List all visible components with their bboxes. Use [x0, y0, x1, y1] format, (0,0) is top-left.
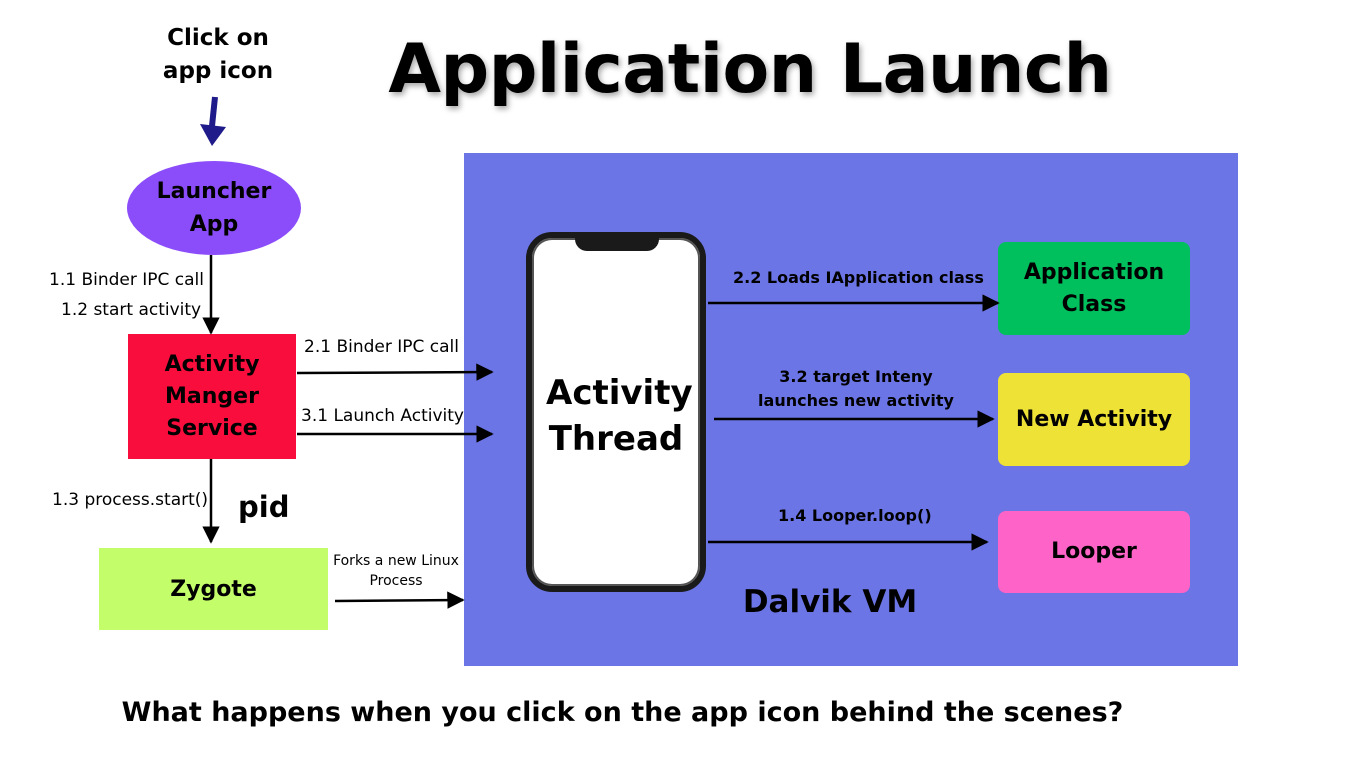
new-activity-label: New Activity	[1015, 406, 1173, 432]
zygote-label: Zygote	[170, 576, 257, 602]
pid-label: pid	[238, 490, 290, 524]
edge-label-loads-app-class: 2.2 Loads IApplication class	[733, 268, 984, 287]
diagram-subtitle: What happens when you click on the app i…	[121, 697, 1124, 728]
edge-label-looper-loop: 1.4 Looper.loop()	[778, 506, 932, 525]
edge-label-start-activity: 1.2 start activity	[61, 300, 202, 320]
activity-manager-service-label: Activity Manger Service	[164, 351, 260, 441]
launcher-app-label: Launcher App	[156, 179, 272, 237]
application-class-label: Application Class	[1023, 259, 1165, 317]
arrow-zygote-to-vm	[334, 591, 465, 609]
activity-thread-node: Activity Thread	[526, 370, 706, 462]
activity-manager-service-node: Activity Manger Service	[128, 334, 296, 459]
diagram-title: Application Launch	[388, 30, 1112, 109]
edge-label-binder-call-2: 2.1 Binder IPC call	[304, 337, 459, 357]
edge-label-forks-process: Forks a new Linux Process	[333, 553, 459, 589]
phone-notch	[575, 234, 659, 251]
edge-label-binder-call-1: 1.1 Binder IPC call	[49, 270, 204, 290]
start-arrow	[200, 96, 226, 146]
application-class-node: Application Class	[998, 242, 1190, 335]
edge-label-launch-activity: 3.1 Launch Activity	[301, 406, 464, 426]
start-label: Click on app icon	[162, 25, 274, 84]
new-activity-node: New Activity	[998, 373, 1190, 466]
edge-label-process-start: 1.3 process.start()	[52, 490, 209, 510]
dalvik-vm-label: Dalvik VM	[742, 584, 918, 620]
zygote-node: Zygote	[99, 548, 328, 630]
looper-label: Looper	[1051, 539, 1137, 564]
phone-frame	[526, 232, 706, 592]
looper-node: Looper	[998, 511, 1190, 593]
launcher-app-node: Launcher App	[127, 161, 301, 255]
arrow-binder-call-to-thread	[296, 363, 494, 381]
edge-label-target-intent: 3.2 target Inteny launches new activity	[758, 367, 954, 410]
activity-thread-label: Activity Thread	[546, 373, 693, 459]
